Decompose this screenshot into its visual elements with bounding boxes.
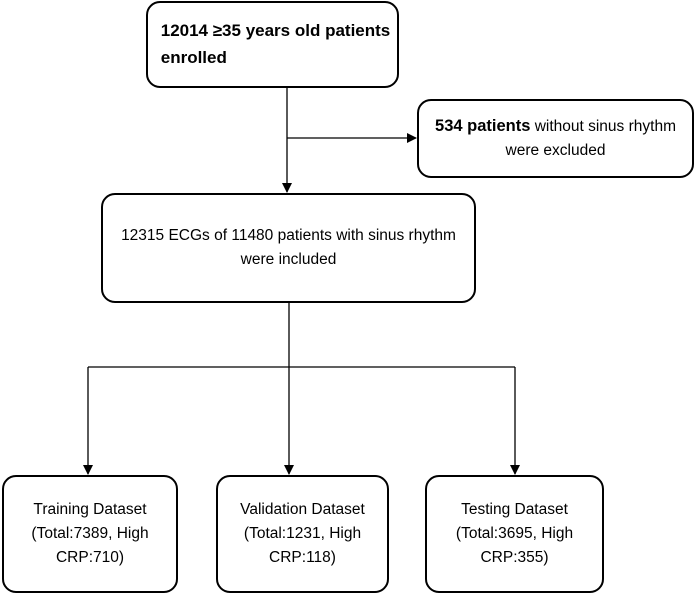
validation-total: (Total:1231, High (243, 524, 362, 542)
excluded-line-2: were excluded (505, 142, 606, 160)
enrolled-line-2: enrolled (160, 47, 227, 67)
testing-dataset-box: Testing Dataset (Total:3695, High CRP:35… (425, 475, 604, 593)
included-line-1: 12315 ECGs of 11480 patients with sinus … (121, 226, 456, 244)
enrolled-line-1: 12014 ≥35 years old patients (160, 21, 391, 41)
included-line-2: were included (240, 251, 337, 268)
training-dataset-box: Training Dataset (Total:7389, High CRP:7… (2, 475, 178, 593)
testing-title: Testing Dataset (461, 500, 568, 518)
excluded-reason: without sinus rhythm (530, 117, 676, 135)
validation-title: Validation Dataset (240, 500, 365, 518)
excluded-box: 534 patients without sinus rhythm were e… (417, 99, 694, 178)
validation-dataset-box: Validation Dataset (Total:1231, High CRP… (216, 475, 389, 593)
enrolled-box: 12014 ≥35 years old patients enrolled (146, 1, 399, 88)
training-total: (Total:7389, High (31, 524, 149, 542)
validation-crp: CRP:118) (269, 549, 336, 566)
testing-crp: CRP:355) (480, 549, 549, 566)
excluded-count: 534 patients (435, 116, 531, 135)
included-box: 12315 ECGs of 11480 patients with sinus … (101, 193, 476, 303)
testing-total: (Total:3695, High (455, 524, 574, 542)
training-crp: CRP:710) (55, 549, 125, 566)
training-title: Training Dataset (33, 500, 147, 518)
